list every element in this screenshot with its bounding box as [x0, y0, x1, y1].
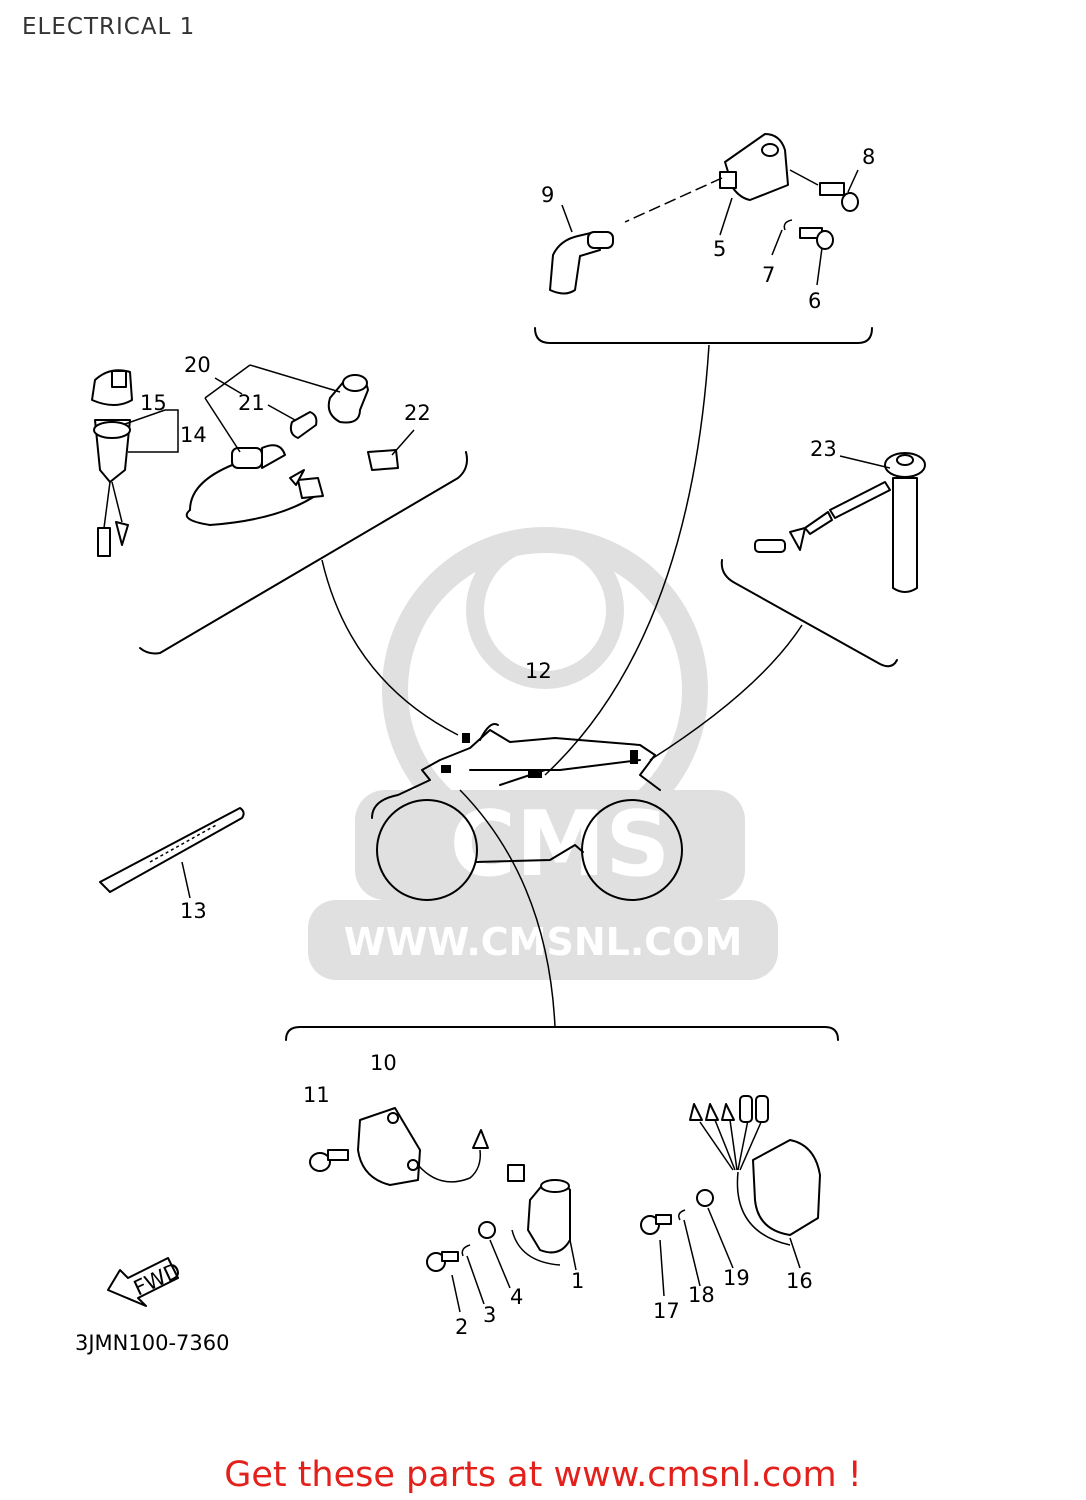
callout-7: 7	[762, 263, 775, 287]
coil-bolt-6	[799, 227, 834, 250]
callout-13: 13	[180, 899, 207, 923]
main-switch	[91, 369, 133, 557]
callout-12: 12	[525, 659, 552, 683]
callout-8: 8	[862, 145, 875, 169]
callout-11: 11	[303, 1083, 330, 1107]
leader-top-group	[544, 344, 710, 776]
ignition-coil-1	[507, 1164, 571, 1266]
regulator-16	[689, 1095, 821, 1269]
right-group-bracket	[720, 559, 898, 668]
callout-18: 18	[688, 1283, 715, 1307]
callout-10: 10	[370, 1051, 397, 1075]
plug-cap-20	[327, 374, 369, 424]
atv-vehicle	[371, 723, 683, 901]
main-switch-lead	[185, 444, 324, 526]
top-right-group-bracket	[534, 327, 873, 344]
label-22	[367, 449, 399, 471]
bottom-group-bracket	[285, 1026, 839, 1041]
left-group-bracket	[139, 451, 468, 655]
fwd-arrow-icon: FWD	[107, 1257, 185, 1307]
callout-9: 9	[541, 183, 554, 207]
diagram-code: 3JMN100-7360	[75, 1331, 230, 1355]
washer-7	[783, 219, 793, 231]
cable-band-13	[99, 807, 245, 899]
callout-numbers: 1 2 3 4 5 6 7 8 9 10 11 12 13 14 15 16 1…	[140, 145, 875, 1339]
callout-14: 14	[180, 423, 207, 447]
cms-watermark: CMS WWW.CMSNL.COM	[308, 527, 778, 980]
left-group-leaders	[124, 364, 415, 456]
part-23	[754, 452, 926, 593]
leader-bottom-group	[459, 789, 556, 1028]
leader-right-group	[649, 624, 803, 761]
footer-link-text[interactable]: Get these parts at www.cmsnl.com !	[224, 1455, 862, 1495]
callout-20: 20	[184, 353, 211, 377]
spark-plug-cap	[549, 231, 614, 295]
watermark-brand: CMS	[450, 792, 670, 897]
callout-23: 23	[810, 437, 837, 461]
ignition-coil	[719, 133, 789, 201]
callout-6: 6	[808, 289, 821, 313]
page-title: ELECTRICAL 1	[22, 14, 196, 40]
callout-1: 1	[571, 1269, 584, 1293]
callout-17: 17	[653, 1299, 680, 1323]
callout-21: 21	[238, 391, 265, 415]
cdi-unit-10	[357, 1107, 489, 1186]
callout-22: 22	[404, 401, 431, 425]
bottom-fasteners-17-18-19	[640, 1189, 734, 1297]
coil-lead	[624, 177, 723, 223]
callout-3: 3	[483, 1303, 496, 1327]
coil-bolt-8	[819, 182, 859, 212]
callout-15: 15	[140, 391, 167, 415]
callout-2: 2	[455, 1315, 468, 1339]
callout-16: 16	[786, 1269, 813, 1293]
bottom-fasteners-2-3-4	[426, 1221, 577, 1313]
callout-19: 19	[723, 1266, 750, 1290]
callout-5: 5	[713, 237, 726, 261]
callout-4: 4	[510, 1285, 523, 1309]
leader-left-group	[321, 559, 459, 736]
screw-11	[309, 1149, 349, 1172]
top-right-leaders	[561, 169, 859, 286]
plug-cap-21	[289, 411, 318, 439]
